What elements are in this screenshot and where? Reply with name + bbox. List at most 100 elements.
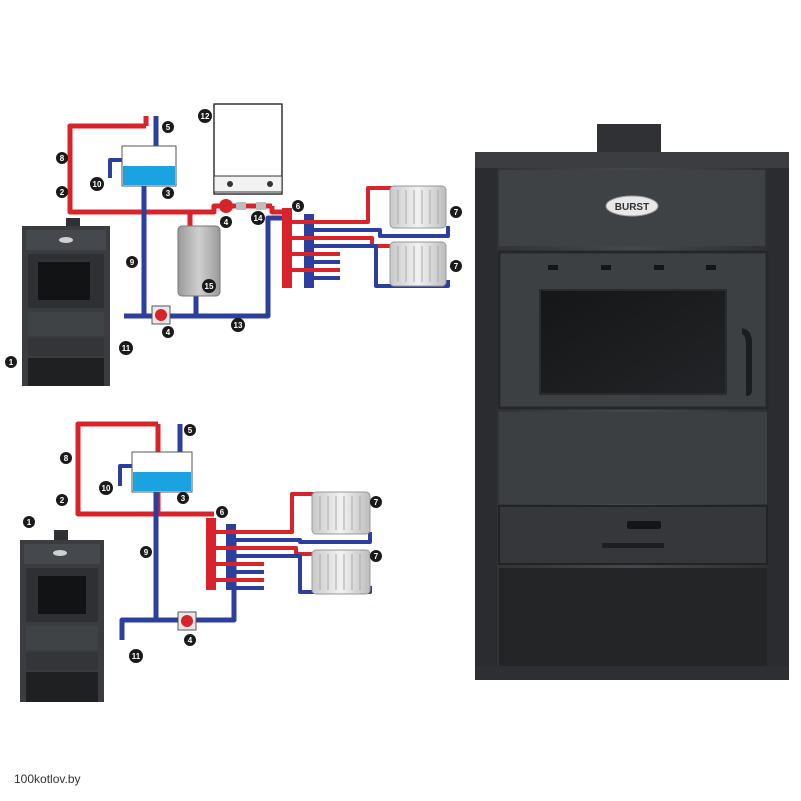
svg-text:14: 14 bbox=[254, 214, 263, 223]
ash-drawer-handle bbox=[602, 543, 664, 548]
svg-text:7: 7 bbox=[454, 262, 459, 271]
bottom-radiator-upper bbox=[311, 491, 371, 535]
svg-text:4: 4 bbox=[166, 328, 171, 337]
top-label-boiler: 1 bbox=[5, 356, 17, 368]
bottom-radiator-lower bbox=[311, 549, 371, 595]
top-gas-boiler bbox=[213, 103, 283, 195]
bottom-label-return-node: 11 bbox=[129, 649, 143, 663]
door-air-slot-3 bbox=[654, 265, 664, 270]
top-label-supply-pipe: 2 bbox=[56, 186, 68, 198]
top-pump-upper bbox=[219, 199, 266, 213]
svg-text:1: 1 bbox=[9, 358, 14, 367]
svg-text:9: 9 bbox=[130, 258, 135, 267]
brand-logo: BURST bbox=[605, 195, 659, 217]
svg-text:8: 8 bbox=[60, 154, 65, 163]
top-label-expansion-tank: 3 bbox=[162, 187, 174, 199]
ash-drawer-slot bbox=[627, 521, 661, 529]
svg-text:11: 11 bbox=[132, 652, 141, 661]
brand-logo-text: BURST bbox=[615, 202, 649, 213]
large-stove: BURST bbox=[475, 124, 789, 680]
top-diagram bbox=[22, 103, 450, 386]
top-pump-bottom bbox=[151, 305, 171, 325]
stove-base bbox=[475, 666, 789, 680]
top-label-return-node: 11 bbox=[119, 341, 133, 355]
door-air-slot-2 bbox=[601, 265, 611, 270]
top-boiler bbox=[22, 218, 110, 386]
bottom-label-drain-valve: 10 bbox=[99, 481, 113, 495]
bottom-overflow-pipe bbox=[75, 421, 214, 517]
svg-text:9: 9 bbox=[144, 548, 149, 557]
door-glass bbox=[539, 289, 727, 395]
top-label-return-pipe: 9 bbox=[126, 256, 138, 268]
top-label-radiator-upper: 7 bbox=[450, 206, 462, 218]
stove-middle-panel bbox=[499, 412, 767, 504]
top-label-gas-boiler: 12 bbox=[198, 109, 212, 123]
svg-text:1: 1 bbox=[27, 518, 32, 527]
door-air-slot-1 bbox=[548, 265, 558, 270]
top-label-overflow-pipe: 8 bbox=[56, 152, 68, 164]
top-label-drain-valve: 10 bbox=[90, 177, 104, 191]
svg-text:12: 12 bbox=[201, 112, 210, 121]
top-overflow-pipe bbox=[67, 123, 193, 226]
top-rad-return-2 bbox=[314, 244, 450, 288]
bottom-diagram bbox=[20, 421, 372, 702]
top-label-manifold: 6 bbox=[292, 200, 304, 212]
bottom-label-boiler: 1 bbox=[23, 516, 35, 528]
top-drain bbox=[108, 158, 124, 178]
svg-text:4: 4 bbox=[224, 218, 229, 227]
stove-side-right bbox=[767, 168, 789, 680]
svg-text:13: 13 bbox=[234, 321, 243, 330]
top-radiator-upper bbox=[389, 185, 447, 229]
svg-text:10: 10 bbox=[102, 484, 111, 493]
door-handle bbox=[742, 328, 752, 396]
stove-chimney-collar bbox=[597, 124, 661, 156]
svg-text:15: 15 bbox=[205, 282, 214, 291]
bottom-label-radiator-lower: 7 bbox=[370, 550, 382, 562]
top-label-pump: 4 bbox=[220, 216, 232, 228]
top-label-return-line: 13 bbox=[231, 318, 245, 332]
svg-text:6: 6 bbox=[220, 508, 225, 517]
bottom-label-vent-pipe: 5 bbox=[184, 424, 196, 436]
svg-text:6: 6 bbox=[296, 202, 301, 211]
bottom-label-pump: 4 bbox=[184, 634, 196, 646]
svg-text:3: 3 bbox=[181, 494, 186, 503]
top-expansion-tank bbox=[121, 145, 177, 187]
bottom-label-expansion-tank: 3 bbox=[177, 492, 189, 504]
top-rad-supply-2 bbox=[292, 236, 392, 248]
bottom-pump bbox=[177, 611, 197, 631]
top-supply-to-manifold bbox=[269, 206, 282, 215]
svg-text:4: 4 bbox=[188, 636, 193, 645]
top-label-buffer-tank: 15 bbox=[202, 279, 216, 293]
svg-text:2: 2 bbox=[60, 188, 65, 197]
svg-text:7: 7 bbox=[374, 498, 379, 507]
svg-text:11: 11 bbox=[122, 344, 131, 353]
stove-side-left bbox=[475, 168, 497, 680]
top-return-line bbox=[124, 215, 282, 319]
top-label-pump-bottom: 4 bbox=[162, 326, 174, 338]
bottom-drain bbox=[118, 464, 132, 486]
top-diagram-labels: 1 2 3 4 4 5 6 7 7 8 9 10 11 12 13 14 15 bbox=[5, 109, 462, 368]
bottom-diagram-labels: 1 2 3 4 5 6 7 7 8 9 10 11 bbox=[23, 424, 382, 663]
svg-text:8: 8 bbox=[64, 454, 69, 463]
top-rad-return-1 bbox=[314, 226, 450, 238]
bottom-label-radiator-upper: 7 bbox=[370, 496, 382, 508]
svg-text:5: 5 bbox=[188, 426, 193, 435]
svg-text:10: 10 bbox=[93, 180, 102, 189]
bottom-rad-supply-2 bbox=[216, 546, 314, 556]
top-rad-supply-1 bbox=[292, 186, 392, 224]
watermark-text: 100kotlov.by bbox=[14, 772, 81, 786]
bottom-expansion-tank bbox=[131, 451, 193, 493]
svg-text:7: 7 bbox=[374, 552, 379, 561]
top-label-valve: 14 bbox=[251, 211, 265, 225]
bottom-rad-return-1 bbox=[236, 532, 372, 544]
door-air-slot-4 bbox=[706, 265, 716, 270]
wood-storage bbox=[499, 568, 767, 666]
svg-text:2: 2 bbox=[60, 496, 65, 505]
bottom-label-manifold: 6 bbox=[216, 506, 228, 518]
stove-top-plate bbox=[475, 152, 789, 170]
bottom-rad-supply-1 bbox=[216, 492, 314, 534]
top-label-vent-pipe: 5 bbox=[162, 121, 174, 133]
bottom-label-supply-pipe: 2 bbox=[56, 494, 68, 506]
svg-text:5: 5 bbox=[166, 123, 171, 132]
